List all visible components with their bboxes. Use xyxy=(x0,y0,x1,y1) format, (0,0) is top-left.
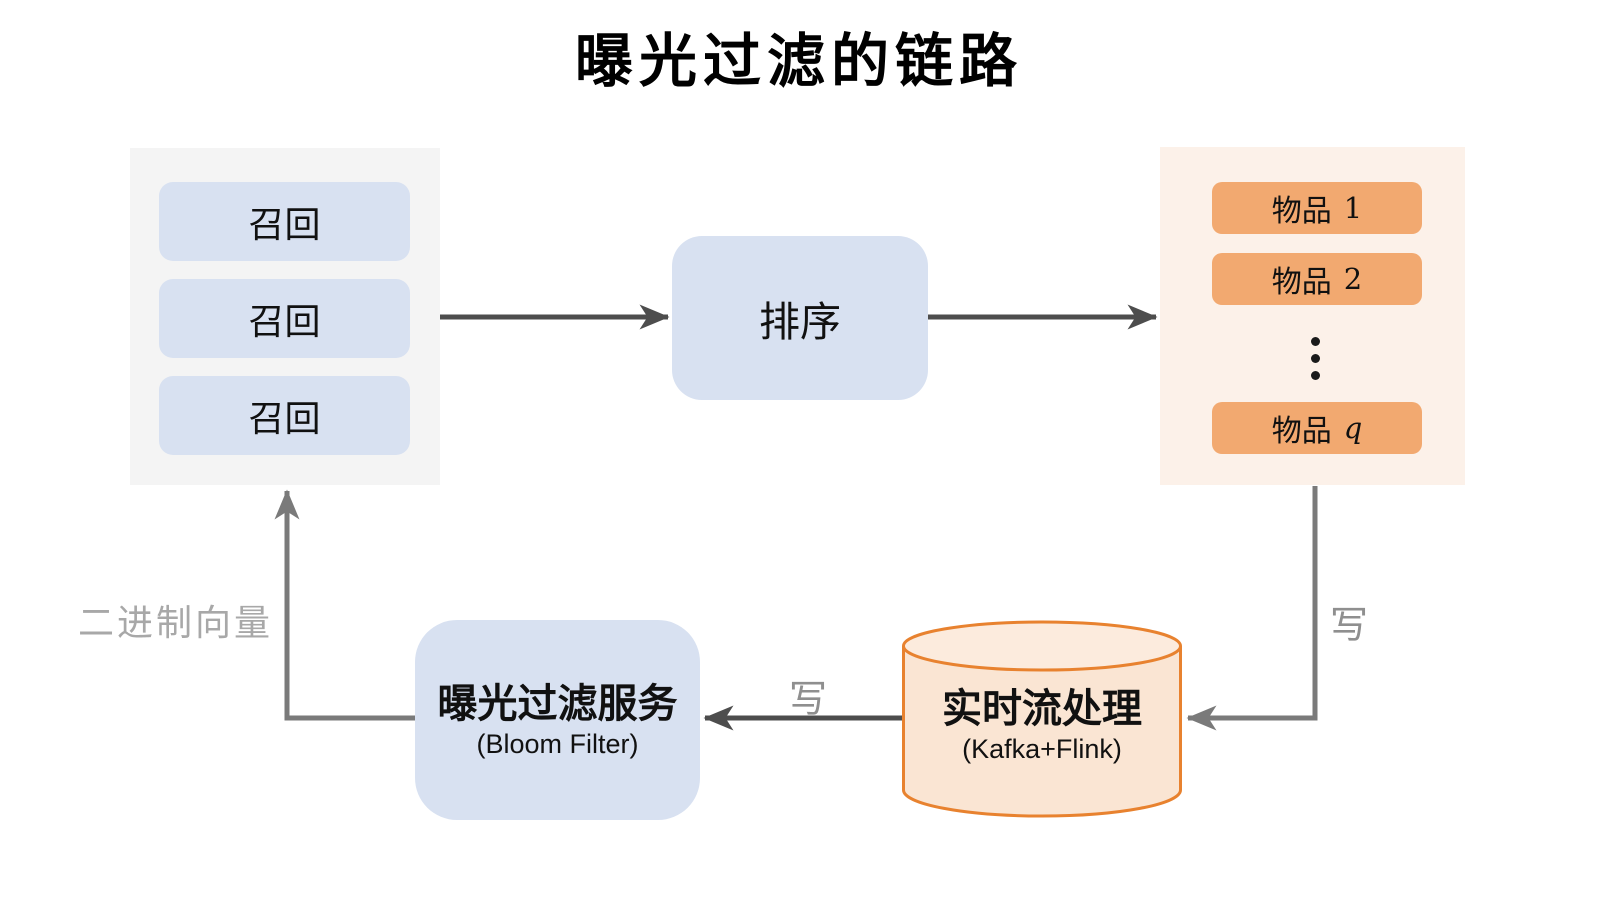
stream-db-title: 实时流处理 xyxy=(942,686,1142,731)
sort-box-label: 排序 xyxy=(759,299,841,345)
database-cylinder-icon xyxy=(902,620,1182,818)
sort-box: 排序 xyxy=(672,236,928,400)
arrow-bloom-to-recall xyxy=(274,489,415,721)
recall-panel: 召回 召回 召回 xyxy=(130,148,440,485)
bloom-filter-box: 曝光过滤服务 (Bloom Filter) xyxy=(415,620,700,820)
binary-vector-label: 二进制向量 xyxy=(78,602,274,643)
stream-db-subtitle: (Kafka+Flink) xyxy=(962,733,1122,764)
write-label-upper: 写 xyxy=(1330,605,1369,647)
write-label-lower: 写 xyxy=(789,679,828,721)
recall-box-label: 召回 xyxy=(248,203,321,245)
recall-box-label: 召回 xyxy=(248,300,321,342)
item-box-label: 物品 xyxy=(1271,195,1332,228)
ellipsis-dot xyxy=(1311,371,1320,380)
item-box: 物品 1 xyxy=(1212,182,1422,234)
items-panel: 物品 1 物品 2 物品 q xyxy=(1160,147,1465,485)
ellipsis-dot xyxy=(1311,337,1320,346)
ellipsis-dot xyxy=(1311,354,1320,363)
recall-box: 召回 xyxy=(159,182,410,261)
recall-box-label: 召回 xyxy=(248,397,321,439)
bloom-box-subtitle: (Bloom Filter) xyxy=(476,728,639,759)
bloom-box-title: 曝光过滤服务 xyxy=(437,681,678,726)
arrow-items-to-stream xyxy=(1186,486,1318,731)
stream-db-cylinder: 实时流处理 (Kafka+Flink) xyxy=(902,620,1182,818)
item-box-number: 1 xyxy=(1343,191,1363,225)
item-box: 物品 q xyxy=(1212,402,1422,454)
recall-box: 召回 xyxy=(159,376,410,455)
vertical-ellipsis-icon xyxy=(1311,337,1320,380)
item-box-number: 2 xyxy=(1343,262,1363,296)
diagram-title: 曝光过滤的链路 xyxy=(574,27,1023,95)
recall-box: 召回 xyxy=(159,279,410,358)
item-box-label: 物品 xyxy=(1271,266,1332,299)
item-box-label: 物品 xyxy=(1271,415,1332,448)
item-box-number: q xyxy=(1343,411,1363,445)
item-box: 物品 2 xyxy=(1212,253,1422,305)
